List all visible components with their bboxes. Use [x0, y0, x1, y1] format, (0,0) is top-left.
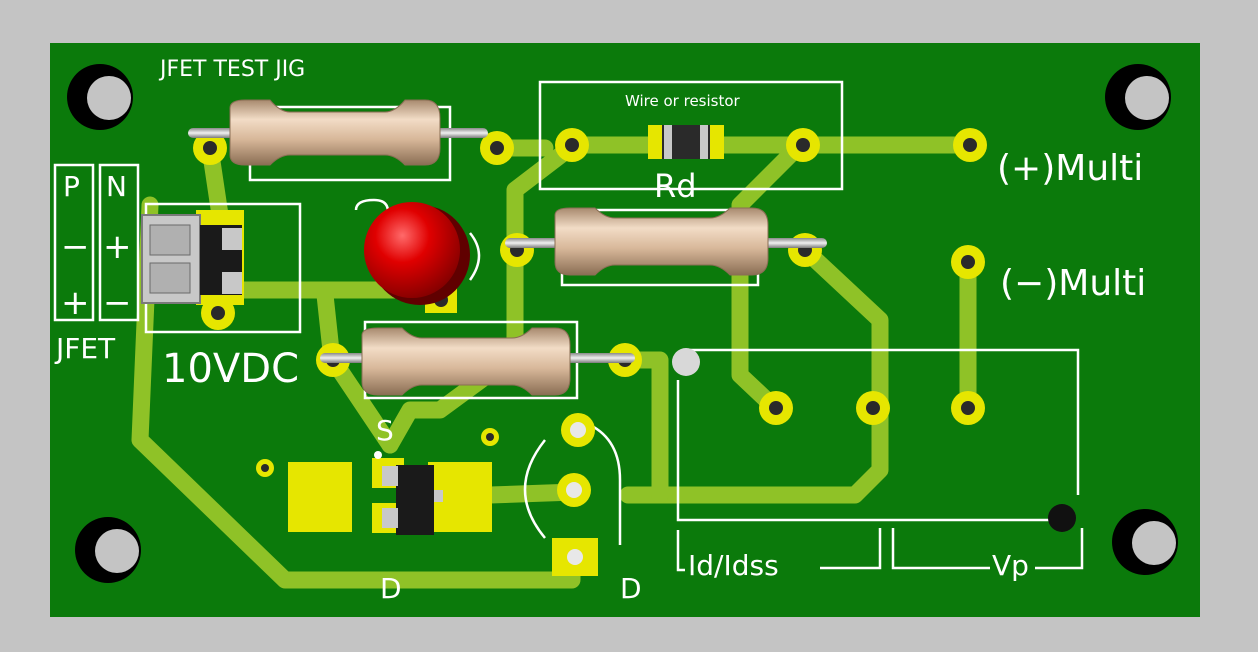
- p-bottom-sign: +: [61, 283, 90, 323]
- col-n-label: N: [106, 170, 127, 203]
- resistor-top: [188, 99, 488, 166]
- n-top-sign: +: [103, 227, 132, 267]
- title-label: JFET TEST JIG: [158, 57, 305, 82]
- id-idss-label: Id/Idss: [688, 549, 779, 582]
- jfet-label: JFET: [54, 332, 116, 365]
- drain-smd-label: D: [380, 572, 402, 605]
- resistor-middle: [505, 207, 827, 276]
- n-bottom-sign: −: [103, 283, 132, 323]
- source-label: S: [376, 414, 394, 447]
- p-top-sign: −: [61, 227, 90, 267]
- led-red: [364, 202, 470, 305]
- mounting-holes: [67, 64, 1178, 583]
- rd-smd-resistor: [648, 125, 724, 159]
- supply-label: 10VDC: [162, 346, 299, 392]
- wire-or-resistor-label: Wire or resistor: [625, 92, 741, 110]
- multi-minus-label: (−)Multi: [1000, 263, 1146, 304]
- resistor-bottom: [320, 327, 635, 396]
- col-p-label: P: [63, 170, 80, 203]
- jfet-sot23: [374, 451, 434, 535]
- power-connector: [141, 210, 244, 305]
- drain-to92-label: D: [620, 572, 642, 605]
- multi-plus-label: (+)Multi: [997, 148, 1143, 189]
- rd-label: Rd: [654, 167, 697, 205]
- vp-label: Vp: [992, 549, 1029, 582]
- copper-traces: [131, 136, 979, 589]
- silkscreen-outlines: [53, 80, 1084, 572]
